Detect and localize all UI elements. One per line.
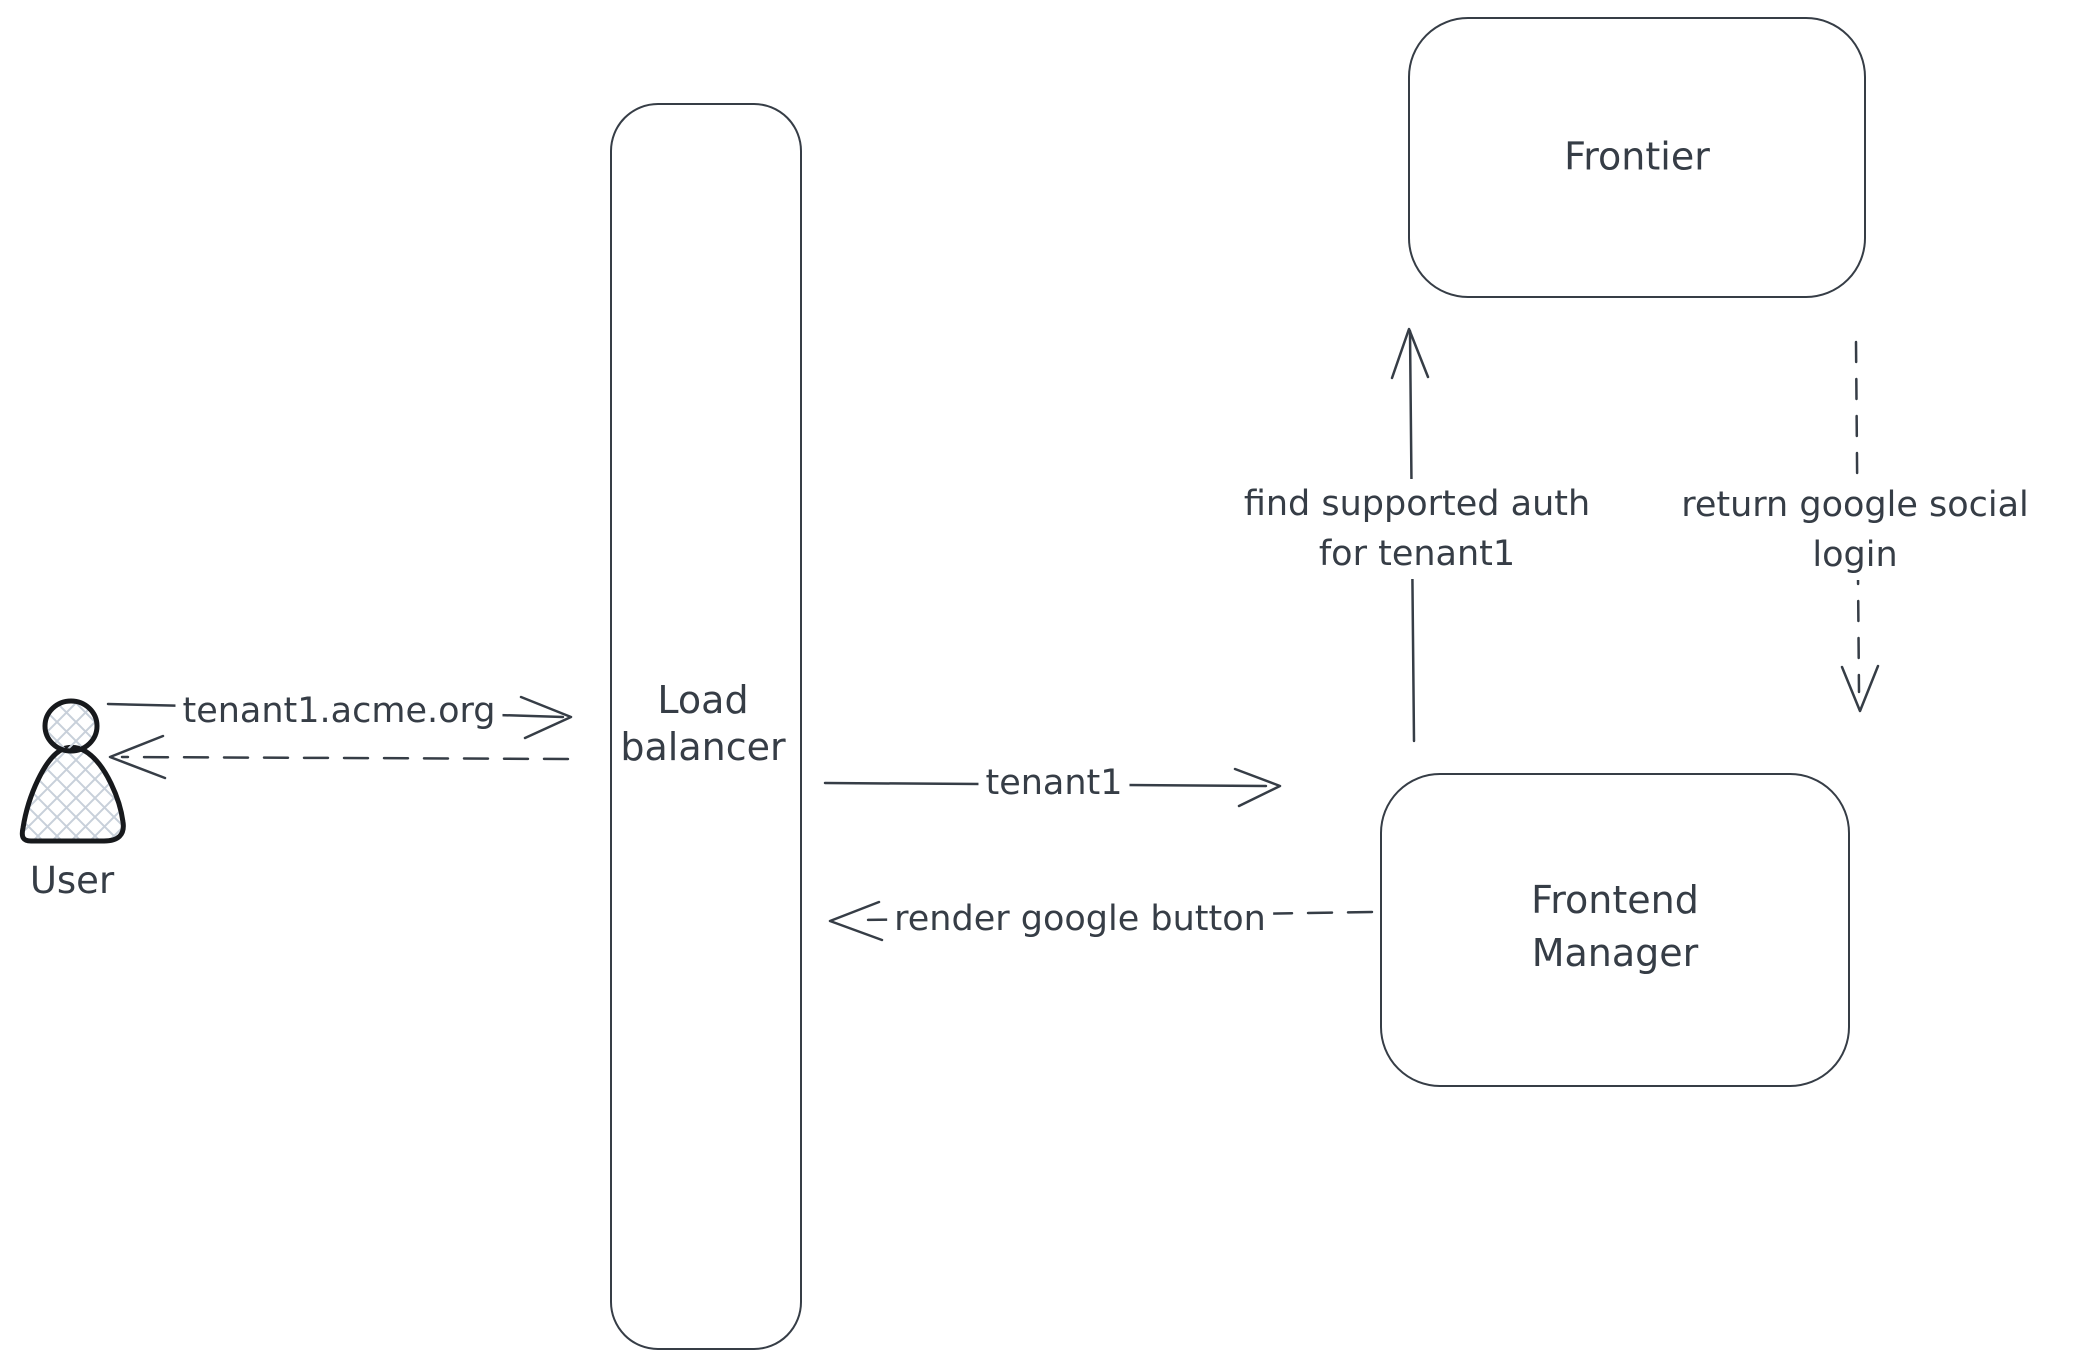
edge-label-tenant1: tenant1 [978,761,1130,807]
frontier-label: Frontier [1564,134,1710,179]
arrow-fm-to-frontier-head [1390,327,1430,380]
frontend-manager-label: Frontend Manager [1531,878,1699,975]
user-label: User [29,858,115,902]
edge-label-return-google-social-login: return google social login [1674,480,2036,580]
edge-label-find-supported-auth: find supported auth for tenant1 [1236,479,1598,579]
edge-label-tenant1-acme-org: tenant1.acme.org [175,689,503,735]
user-body [19,744,126,844]
arrow-lb-to-fm-head [1233,767,1282,808]
user-head [42,698,100,754]
edge-label-render-google-button: render google button [887,897,1273,943]
arrow-frontier-to-fm-head [1840,664,1880,713]
arrow-fm-to-lb-head [828,900,884,942]
node-load-balancer [610,103,802,1350]
user-actor-icon [19,698,126,844]
load-balancer-label: Load balancer [620,678,786,769]
arrow-user-to-lb-head [519,695,573,740]
arrow-lb-to-user-line [120,755,570,761]
node-frontier [1408,17,1866,298]
arrow-lb-to-user-head [108,734,167,780]
node-frontend-manager [1380,773,1850,1087]
